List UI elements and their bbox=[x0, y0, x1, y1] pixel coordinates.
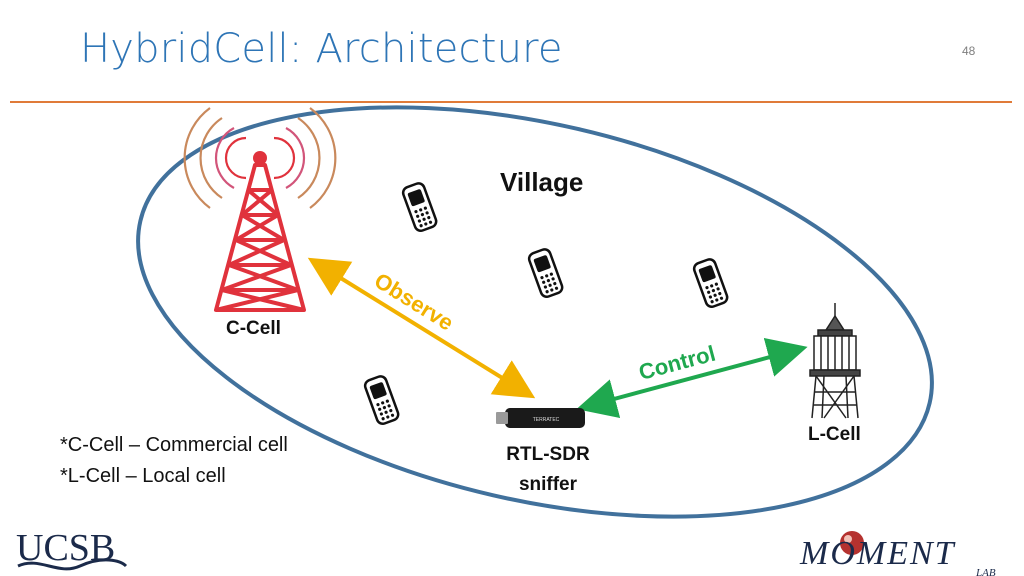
c-cell-label: C-Cell bbox=[226, 318, 281, 339]
control-arrow bbox=[576, 337, 808, 419]
phone-icon bbox=[400, 180, 440, 234]
ucsb-logo: UCSB bbox=[16, 527, 128, 571]
sniffer-label-line1: RTL-SDR bbox=[506, 444, 590, 465]
sniffer-label: RTL-SDR sniffer bbox=[498, 440, 598, 500]
control-label: Control bbox=[636, 341, 718, 385]
title-divider bbox=[10, 101, 1012, 103]
footnote-l-cell: *L-Cell – Local cell bbox=[60, 465, 226, 487]
moment-logo-text: MOMENT bbox=[799, 535, 956, 572]
slide-number: 48 bbox=[962, 44, 976, 58]
usb-dongle-icon: TERRATEC bbox=[496, 408, 585, 428]
cell-tower-icon bbox=[183, 107, 337, 312]
footnote-c-cell: *C-Cell – Commercial cell bbox=[60, 434, 288, 456]
village-boundary bbox=[136, 105, 934, 519]
slide-title: HybridCell: Architecture bbox=[80, 26, 563, 72]
phone-icon bbox=[691, 256, 731, 310]
sniffer-label-line2: sniffer bbox=[518, 474, 578, 495]
observe-arrow bbox=[307, 257, 536, 399]
phone-icon bbox=[362, 373, 402, 427]
phone-icon bbox=[526, 246, 566, 300]
village-label: Village bbox=[500, 167, 584, 197]
l-cell-label: L-Cell bbox=[808, 424, 861, 445]
moment-logo-sub: LAB bbox=[975, 567, 996, 576]
moment-lab-logo: MOMENT LAB bbox=[799, 531, 996, 576]
dongle-brand: TERRATEC bbox=[533, 417, 560, 423]
local-tower-icon bbox=[809, 303, 861, 419]
